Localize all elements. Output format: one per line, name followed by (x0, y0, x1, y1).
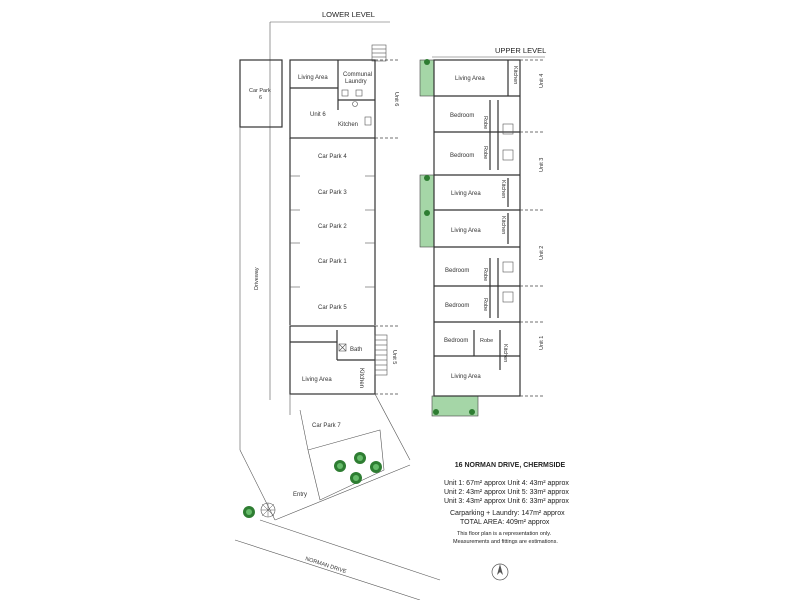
car-park-1-label: Car Park 1 (318, 259, 347, 265)
area-line-2: Unit 2: 43m² approx Unit 5: 33m² approx (444, 489, 569, 496)
robe-c-label: Robe (482, 268, 488, 281)
car-park-6-line2: 6 (259, 95, 262, 101)
living-area-2-label: Living Area (451, 228, 481, 234)
disclaimer-1: This floor plan is a representation only… (457, 531, 552, 537)
shower-a (502, 123, 514, 135)
kitchen-3-label: Kitchen (500, 180, 506, 198)
stove-6 (364, 116, 372, 126)
upper-level-outline (433, 59, 521, 397)
kitchen-4-label: Kitchen (512, 66, 518, 84)
car-park-7-label: Car Park 7 (312, 423, 341, 429)
car-park-6-label: Car Park 6 (249, 88, 272, 101)
unit-3-side-label: Unit 3 (539, 158, 545, 172)
car-park-6-line1: Car Park (249, 88, 271, 94)
unit-2-side-label: Unit 2 (539, 246, 545, 260)
tree-icon (424, 59, 430, 65)
unit-4-side-label: Unit 4 (539, 74, 545, 88)
kitchen-2-label: Kitchen (500, 216, 506, 234)
car-park-3-label: Car Park 3 (318, 190, 347, 196)
laundry-tub (341, 89, 349, 97)
north-arrow-icon (491, 563, 509, 581)
tree-icon (243, 502, 276, 518)
living-area-3-label: Living Area (451, 191, 481, 197)
bedroom-c-label: Bedroom (445, 268, 469, 274)
bedroom-d-label: Bedroom (445, 303, 469, 309)
bedroom-e-label: Bedroom (444, 338, 468, 344)
tree-icon (424, 175, 430, 181)
tree-icon (469, 409, 475, 415)
toilet-6 (352, 101, 358, 107)
unit-6-side-label: Unit 6 (393, 92, 399, 106)
kitchen-6-label: Kitchen (338, 122, 358, 128)
living-area-6-label: Living Area (298, 75, 328, 81)
car-park-6-area (239, 59, 283, 128)
area-line-1: Unit 1: 67m² approx Unit 4: 43m² approx (444, 480, 569, 487)
property-address: 16 NORMAN DRIVE, CHERMSIDE (454, 462, 566, 469)
communal-laundry-line1: Communal (343, 72, 372, 78)
washing-machine (355, 89, 363, 97)
upper-level-heading: UPPER LEVEL (495, 46, 546, 55)
shower-b (502, 149, 514, 161)
robe-a-label: Robe (482, 116, 488, 129)
area-line-3: Unit 3: 43m² approx Unit 6: 33m² approx (444, 498, 569, 505)
robe-e-label: Robe (480, 338, 493, 344)
kitchen-5-label: Kitchen (358, 368, 364, 388)
car-park-4-label: Car Park 4 (318, 154, 347, 160)
unit-5-side-label: Unit 5 (391, 350, 397, 364)
bath-5-label: Bath (350, 347, 362, 353)
shower-5 (338, 343, 347, 352)
tree-icon (433, 409, 439, 415)
unit-1-side-label: Unit 1 (539, 336, 545, 350)
shower-d (502, 291, 514, 303)
street-label: NORMAN DRIVE (304, 556, 347, 575)
tree-icon (424, 210, 430, 216)
robe-b-label: Robe (482, 146, 488, 159)
unit-6-block (289, 59, 376, 139)
bedroom-a-label: Bedroom (450, 113, 474, 119)
communal-laundry-line2: Laundry (345, 79, 367, 85)
tree-icon (334, 452, 382, 484)
living-area-4-label: Living Area (455, 76, 485, 82)
lower-level-heading: LOWER LEVEL (322, 10, 375, 19)
living-area-1-label: Living Area (451, 374, 481, 380)
unit-6-room-label: Unit 6 (310, 112, 326, 118)
driveway-label: Driveway (254, 267, 260, 290)
area-total: TOTAL AREA: 409m² approx (460, 519, 550, 526)
shower-c (502, 261, 514, 273)
disclaimer-2: Measurements and fittings are estimation… (453, 539, 558, 545)
stair-lower-bottom (374, 334, 388, 376)
kitchen-1-label: Kitchen (502, 344, 508, 362)
car-park-2-label: Car Park 2 (318, 224, 347, 230)
car-park-5-label: Car Park 5 (318, 305, 347, 311)
garden-bed (307, 429, 385, 501)
balcony-4 (419, 59, 435, 97)
entry-label: Entry (293, 492, 307, 498)
area-line-4: Carparking + Laundry: 147m² approx (450, 510, 565, 517)
bedroom-b-label: Bedroom (450, 153, 474, 159)
communal-laundry-label: Communal Laundry (343, 72, 374, 85)
living-area-5-label: Living Area (302, 377, 332, 383)
stair-lower-top (371, 44, 387, 62)
robe-d-label: Robe (482, 298, 488, 311)
